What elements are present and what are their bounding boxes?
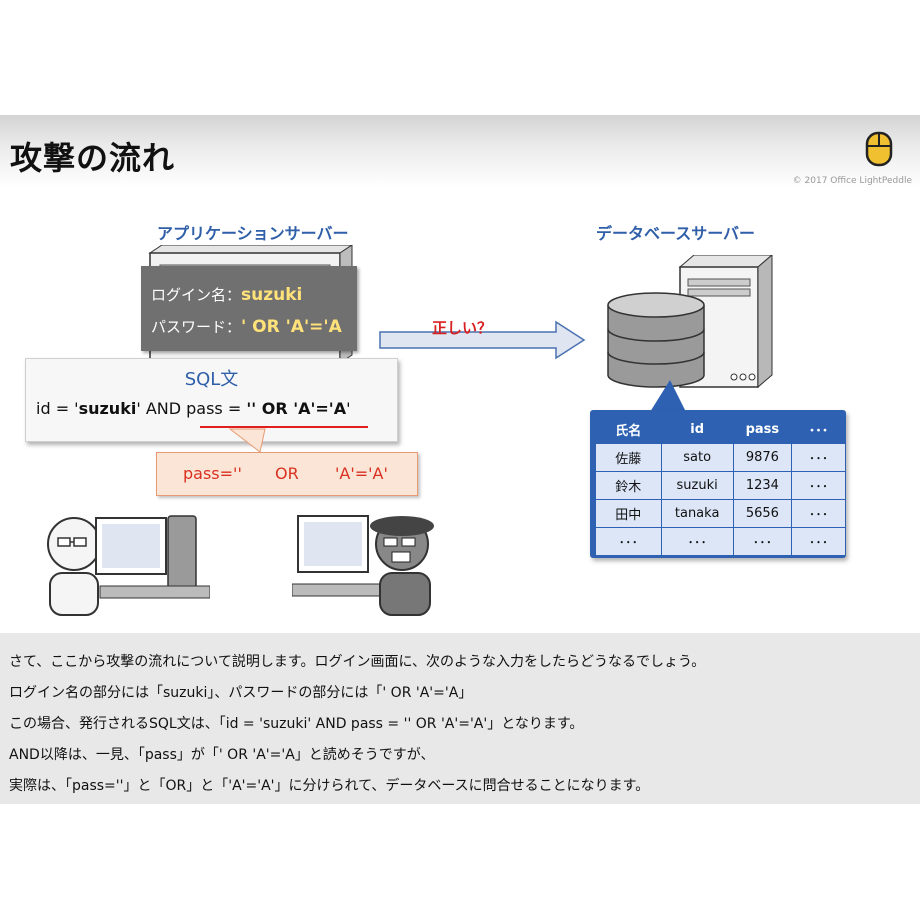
table-cell: 5656 — [733, 500, 792, 527]
database-server-icon — [607, 255, 773, 389]
split-parts-box: pass='' OR 'A'='A' — [156, 452, 418, 496]
table-row: ･･･ ･･･ ･･･ ･･･ — [596, 528, 845, 555]
app-server-label: アプリケーションサーバー — [157, 224, 349, 243]
arrow-label: 正しい？ — [432, 319, 493, 337]
table-cell: ･･･ — [661, 528, 733, 555]
split-part-pass: pass='' — [183, 464, 242, 483]
table-header: pass — [733, 415, 792, 443]
table-cell: ･･･ — [792, 528, 845, 555]
page-title: 攻撃の流れ — [10, 139, 176, 177]
mouse-icon — [865, 131, 893, 167]
caption-line: ログイン名の部分には「suzuki」、パスワードの部分には「' OR 'A'='… — [9, 685, 473, 701]
table-cell: suzuki — [661, 472, 733, 499]
db-server-label: データベースサーバー — [596, 224, 756, 243]
table-header: 氏名 — [596, 415, 661, 443]
table-cell: tanaka — [661, 500, 733, 527]
login-name-value: suzuki — [241, 285, 303, 305]
table-header: id — [661, 415, 733, 443]
table-row: 佐藤 sato 9876 ･･･ — [596, 444, 845, 471]
sql-title: SQL文 — [184, 369, 239, 390]
caption-line: さて、ここから攻撃の流れについて説明します。ログイン画面に、次のような入力をした… — [9, 654, 706, 670]
table-callout-pointer — [650, 380, 686, 412]
normal-user-icon — [47, 515, 210, 616]
caption-line: この場合、発行されるSQL文は、「id = 'suzuki' AND pass … — [9, 716, 584, 732]
caption-line: 実際は、「pass=''」と「OR」と「'A'='A'」に分けられて、データベー… — [9, 778, 650, 794]
table-row: 田中 tanaka 5656 ･･･ — [596, 500, 845, 527]
table-cell: 9876 — [733, 444, 792, 471]
table-cell: 1234 — [733, 472, 792, 499]
title-bar — [0, 115, 920, 188]
login-panel: ログイン名：suzuki パスワード：' OR 'A'='A — [141, 266, 357, 351]
table-cell: ･･･ — [792, 472, 845, 499]
table-cell: 佐藤 — [596, 444, 661, 471]
sql-suffix: ' — [346, 399, 351, 418]
table-cell: ･･･ — [596, 528, 661, 555]
sql-prefix: id = ' — [36, 399, 79, 418]
login-name-label: ログイン名： — [151, 286, 242, 304]
table-cell: ･･･ — [792, 500, 845, 527]
sql-injected: '' OR 'A'='A — [246, 399, 347, 418]
table-row: 鈴木 suzuki 1234 ･･･ — [596, 472, 845, 499]
split-part-condition: 'A'='A' — [335, 464, 388, 483]
sql-middle: ' AND pass = — [136, 399, 247, 418]
split-part-or: OR — [275, 464, 299, 483]
table-header: ･･･ — [792, 415, 845, 443]
attacker-icon — [292, 515, 434, 616]
user-table: 氏名 id pass ･･･ 佐藤 sato 9876 ･･･ 鈴木 suzuk… — [590, 410, 846, 558]
sql-user: suzuki — [78, 399, 137, 418]
table-cell: 鈴木 — [596, 472, 661, 499]
caption-line: AND以降は、一見、「pass」が「' OR 'A'='A」と読めそうですが、 — [9, 747, 435, 763]
sql-underline-callout — [200, 426, 368, 453]
table-cell: sato — [661, 444, 733, 471]
query-arrow — [379, 320, 586, 360]
table-cell: ･･･ — [792, 444, 845, 471]
table-cell: 田中 — [596, 500, 661, 527]
password-label: パスワード： — [151, 318, 242, 336]
sql-statement: id = 'suzuki' AND pass = '' OR 'A'='A' — [36, 399, 350, 418]
user-table-grid: 氏名 id pass ･･･ 佐藤 sato 9876 ･･･ 鈴木 suzuk… — [595, 414, 846, 556]
password-value: ' OR 'A'='A — [241, 317, 342, 337]
table-cell: ･･･ — [733, 528, 792, 555]
caption-panel: さて、ここから攻撃の流れについて説明します。ログイン画面に、次のような入力をした… — [0, 633, 920, 804]
copyright: © 2017 Office LightPeddle — [792, 176, 912, 186]
